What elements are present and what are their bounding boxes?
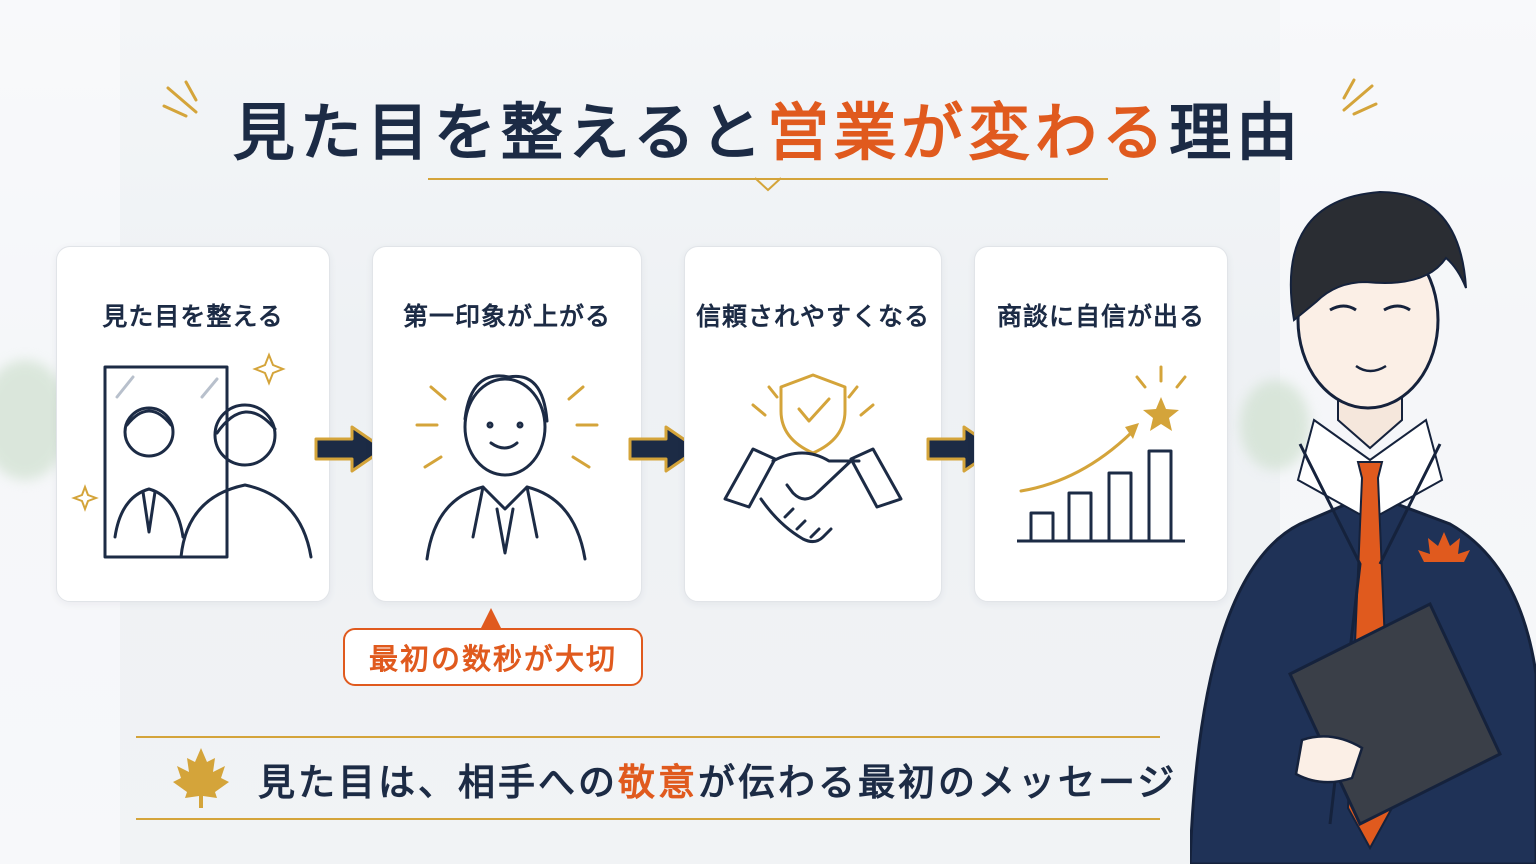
banner-accent: 敬意 xyxy=(618,761,698,804)
step-label: 見た目を整える xyxy=(102,302,284,331)
callout-first-seconds: 最初の数秒が大切 xyxy=(343,628,643,686)
banner-part1: 見た目は、相手への xyxy=(258,761,618,804)
banner-message: 見た目は、相手への敬意が伝わる最初のメッセージ xyxy=(258,752,1177,806)
banner-rule-top xyxy=(136,736,1160,738)
mirror-icon xyxy=(71,352,313,559)
step-label: 信頼されやすくなる xyxy=(695,302,930,331)
banner-part2: が伝わる最初のメッセージ xyxy=(698,761,1178,804)
growth-chart-icon xyxy=(1017,365,1187,543)
step-card-3: 信頼されやすくなる xyxy=(684,246,942,602)
title-part1: 見た目を整えると xyxy=(232,96,768,169)
sparkle-right-icon xyxy=(1342,78,1378,116)
title-notch xyxy=(755,177,781,192)
businessman-icon xyxy=(415,374,599,561)
handshake-shield-icon xyxy=(723,373,903,544)
page-title: 見た目を整えると営業が変わる理由 xyxy=(0,82,1536,172)
step-card-2: 第一印象が上がる xyxy=(372,246,642,602)
step-label: 第一印象が上がる xyxy=(402,302,611,331)
title-part2: 理由 xyxy=(1169,96,1304,169)
step-card-4: 商談に自信が出る xyxy=(974,246,1228,602)
title-underline xyxy=(428,178,1108,180)
businessman-illustration xyxy=(1190,190,1536,864)
arrow-right-icon xyxy=(314,425,386,473)
step-card-1: 見た目を整える xyxy=(56,246,330,602)
step-label: 商談に自信が出る xyxy=(996,302,1205,331)
banner-rule-bottom xyxy=(136,818,1160,820)
title-accent: 営業が変わる xyxy=(767,96,1170,169)
arrow-right-icon xyxy=(628,425,700,473)
callout-pointer xyxy=(480,608,502,630)
sparkle-left-icon xyxy=(162,80,198,118)
maple-leaf-icon xyxy=(173,748,229,808)
